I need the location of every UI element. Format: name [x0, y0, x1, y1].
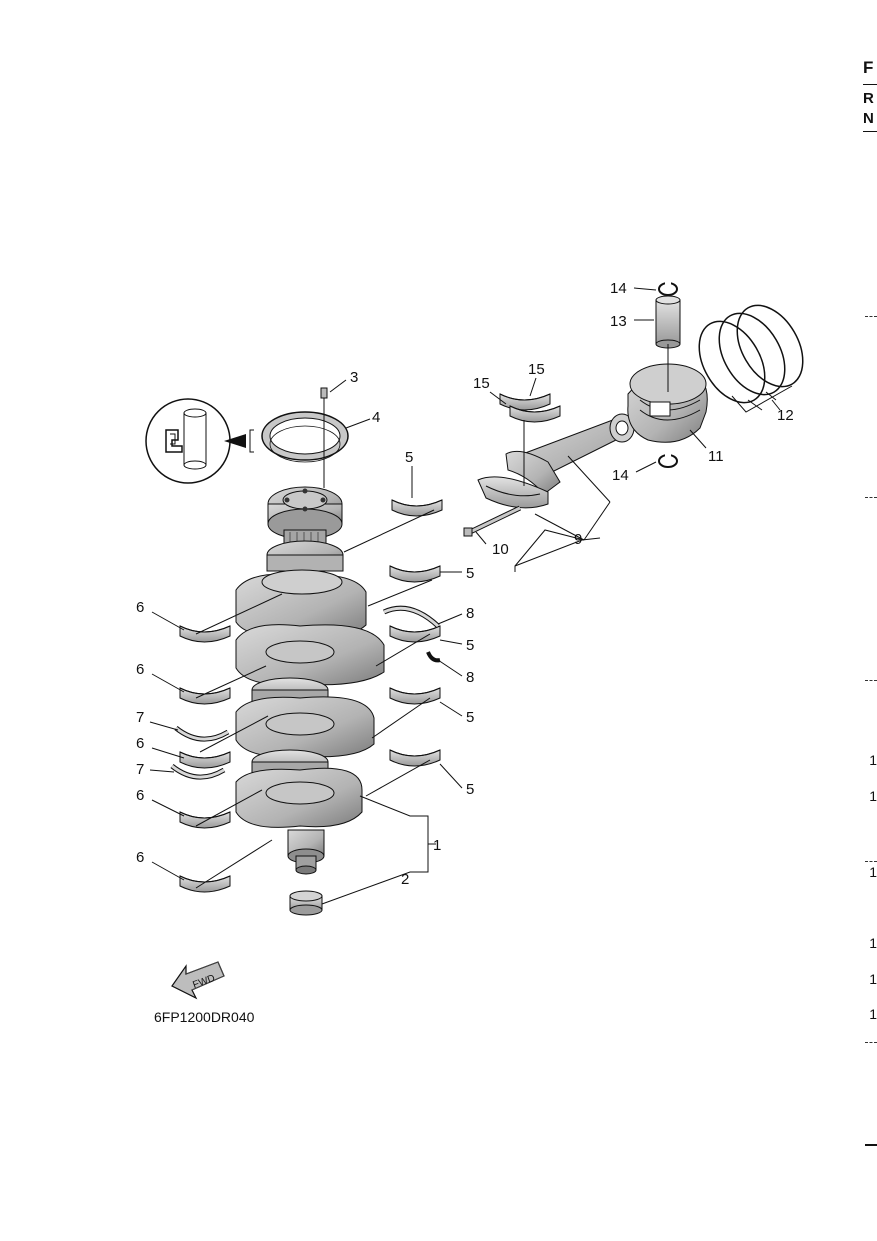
edge-tick	[865, 861, 877, 862]
edge-number: 1	[869, 752, 877, 768]
callout-6: 6	[136, 735, 144, 752]
piston-rings	[698, 304, 804, 404]
conrod-bolt	[463, 505, 522, 537]
edge-number: 1	[869, 935, 877, 951]
edge-rule	[863, 131, 877, 132]
callout-5: 5	[466, 637, 474, 654]
edge-tick	[865, 497, 877, 498]
edge-number: 1	[869, 1006, 877, 1022]
crankshaft	[235, 486, 385, 875]
callout-14: 14	[612, 467, 629, 484]
main-bearing-lower-shells	[179, 625, 231, 893]
edge-number: 1	[869, 864, 877, 880]
callout-4: 4	[372, 409, 380, 426]
edge-number: 1	[869, 971, 877, 987]
edge-tick	[865, 680, 877, 681]
callout-6: 6	[136, 661, 144, 678]
callout-7: 7	[136, 761, 144, 778]
callout-8: 8	[466, 605, 474, 622]
drawing-code: 6FP1200DR040	[154, 1009, 255, 1025]
edge-letter-n: N	[863, 110, 874, 127]
forward-arrow-icon: FWD	[171, 961, 225, 1000]
callout-6: 6	[136, 599, 144, 616]
conrod-bearing-shells	[499, 393, 561, 423]
callout-14: 14	[610, 280, 627, 297]
edge-number: 1	[869, 788, 877, 804]
callout-numbers: 1 2 3 4 5 5 5 5 5 6 6 6 6 6 7 7 8 8 9 10…	[136, 280, 794, 888]
callout-1: 1	[433, 837, 441, 854]
callout-12: 12	[777, 407, 794, 424]
callout-13: 13	[610, 313, 627, 330]
callout-8: 8	[466, 669, 474, 686]
callout-6: 6	[136, 849, 144, 866]
edge-letter-f: F	[863, 58, 874, 77]
dowel-pin	[320, 387, 328, 399]
callout-5: 5	[466, 709, 474, 726]
callout-5: 5	[405, 449, 413, 466]
seal-detail-inset	[145, 398, 254, 484]
callout-11: 11	[708, 448, 724, 465]
main-bearing-upper-shells	[389, 499, 443, 767]
edge-letter-r: R	[863, 90, 874, 107]
edge-tick	[865, 316, 877, 317]
leader-lines	[149, 287, 793, 905]
callout-10: 10	[492, 541, 509, 558]
piston-pin	[655, 295, 681, 349]
callout-5: 5	[466, 781, 474, 798]
callout-6: 6	[136, 787, 144, 804]
edge-rule	[865, 1144, 877, 1146]
callout-5: 5	[466, 565, 474, 582]
callout-15: 15	[473, 375, 490, 392]
connecting-rod	[477, 413, 635, 509]
edge-tick	[865, 1042, 877, 1043]
callout-2: 2	[401, 871, 409, 888]
callout-7: 7	[136, 709, 144, 726]
crank-sprocket	[289, 890, 323, 916]
callout-9: 9	[574, 531, 582, 548]
callout-15: 15	[528, 361, 545, 378]
edge-rule	[863, 84, 877, 85]
callout-3: 3	[350, 369, 358, 386]
oil-seal	[261, 411, 349, 463]
edge-strip: 1 1 1 1 1 1	[864, 0, 877, 1241]
